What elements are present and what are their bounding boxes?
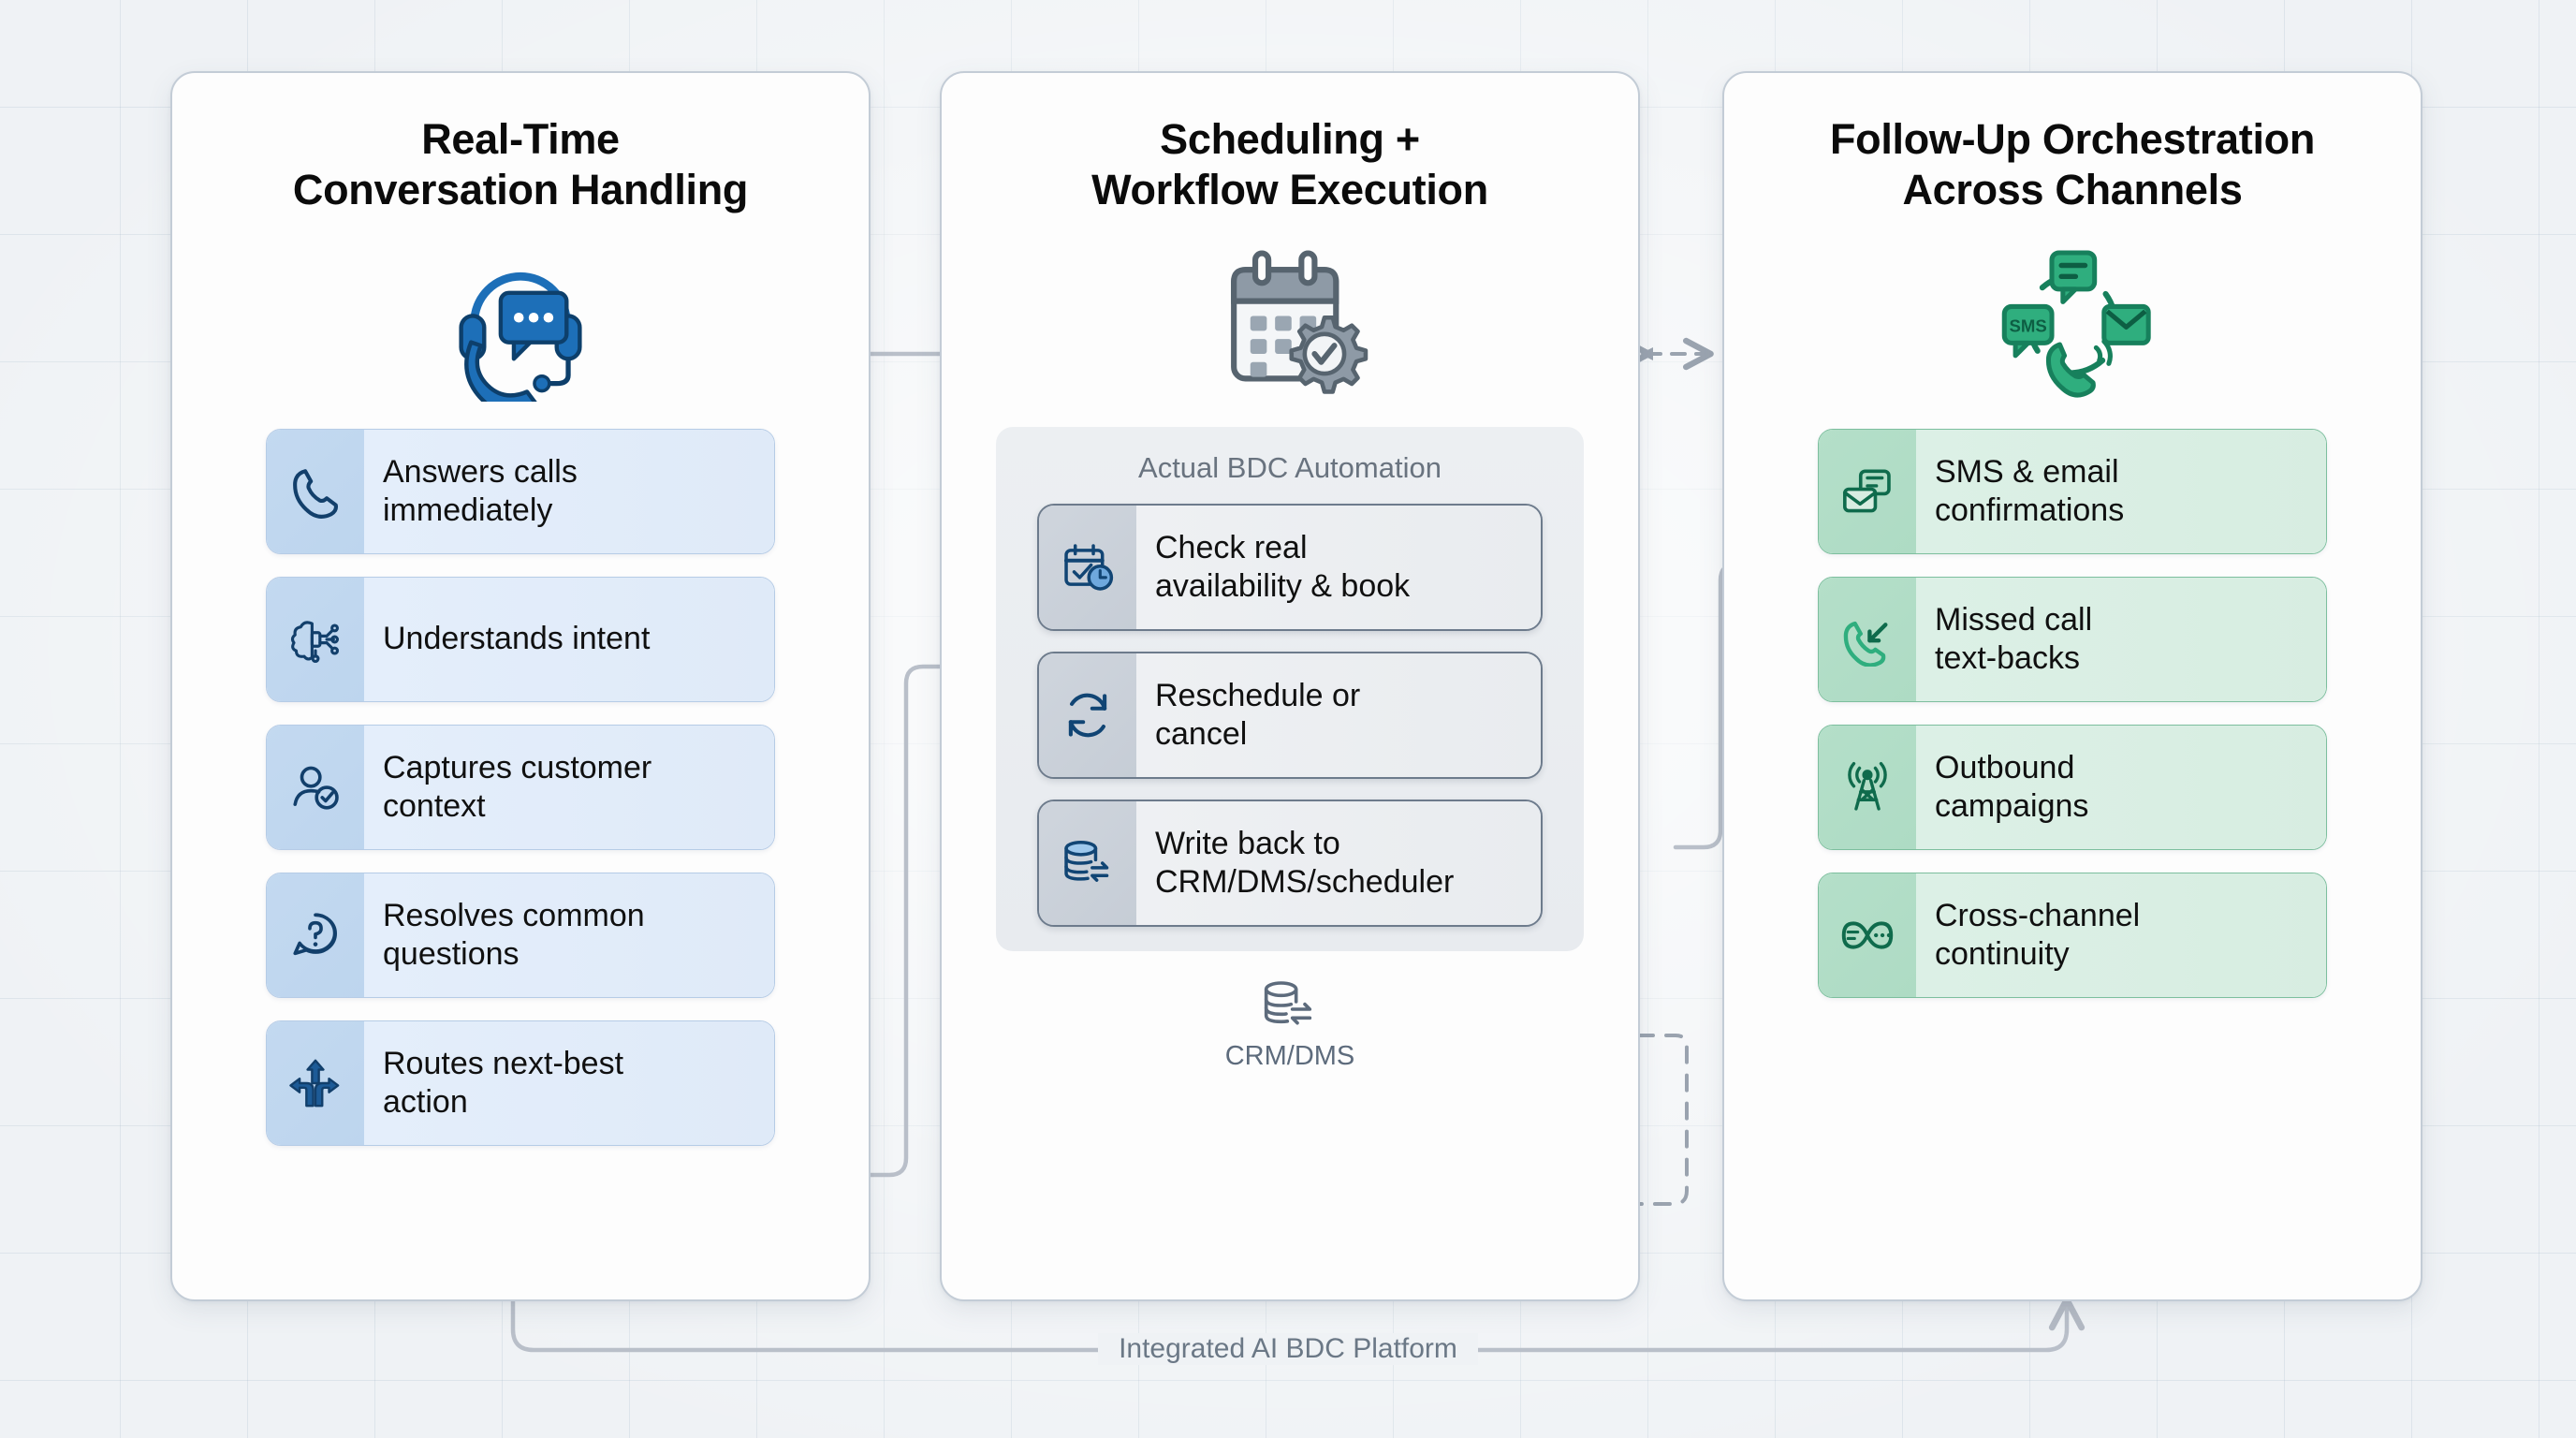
user-check-icon [267,726,364,849]
list-item[interactable]: Outbound campaigns [1818,725,2327,850]
calendar-gear-icon [942,230,1638,408]
panel-2-item-list: Check real availability & book Reschedul… [1037,504,1543,927]
list-item-label: Captures customer context [364,726,774,849]
panel-follow-up-orchestration: Follow-Up Orchestration Across Channels … [1722,71,2422,1301]
list-item-label: Answers calls immediately [364,430,774,553]
broadcast-tower-icon [1819,726,1916,849]
headset-chat-support-icon [172,230,869,408]
missed-call-icon [1819,578,1916,701]
list-item-label: Missed call text-backs [1916,578,2326,701]
panel-1-title: Real-Time Conversation Handling [292,115,749,213]
routing-arrows-icon [267,1021,364,1145]
list-item-label: Cross-channel continuity [1916,873,2326,997]
list-item[interactable]: Answers calls immediately [266,429,775,554]
question-chat-bubble-icon [267,873,364,997]
ai-brain-circuit-icon [267,578,364,701]
list-item-label: Reschedule or cancel [1136,653,1541,777]
multichannel-sms-email-chat-phone-icon: SMS [1724,230,2421,408]
list-item[interactable]: Reschedule or cancel [1037,652,1543,779]
panel-3-title: Follow-Up Orchestration Across Channels [1829,115,2316,213]
list-item[interactable]: Captures customer context [266,725,775,850]
actual-bdc-automation-box: Actual BDC Automation Check real availab… [996,427,1584,951]
list-item-label: Write back to CRM/DMS/scheduler [1136,801,1541,925]
integration-caption: Integrated AI BDC Platform [0,1333,2576,1365]
caption-text: Integrated AI BDC Platform [1098,1333,1478,1365]
calendar-check-clock-icon [1039,506,1136,629]
inner-box-label: Actual BDC Automation [1138,451,1442,484]
database-sync-icon [1039,801,1136,925]
panel-1-item-list: Answers calls immediately Understands in… [266,429,775,1146]
list-item[interactable]: Cross-channel continuity [1818,873,2327,998]
database-sync-icon [1264,981,1312,1025]
email-chat-icon [1819,430,1916,553]
infinity-continuity-icon [1819,873,1916,997]
list-item[interactable]: Check real availability & book [1037,504,1543,631]
refresh-cycle-icon [1039,653,1136,777]
list-item[interactable]: Write back to CRM/DMS/scheduler [1037,800,1543,927]
list-item[interactable]: Understands intent [266,577,775,702]
list-item[interactable]: Resolves common questions [266,873,775,998]
crm-dms-label: CRM/DMS [1224,1041,1355,1071]
list-item[interactable]: SMS & email confirmations [1818,429,2327,554]
list-item-label: Routes next-best action [364,1021,774,1145]
panel-real-time-conversation-handling: Real-Time Conversation Handling Answers … [170,71,871,1301]
panel-2-title: Scheduling + Workflow Execution [1091,115,1488,213]
crm-dms-node: CRM/DMS [942,976,1638,1072]
list-item[interactable]: Missed call text-backs [1818,577,2327,702]
svg-text:SMS: SMS [2010,316,2047,336]
list-item[interactable]: Routes next-best action [266,1020,775,1146]
wire-bottom-integration-loop [510,1295,2086,1353]
list-item-label: Outbound campaigns [1916,726,2326,849]
panel-3-item-list: SMS & email confirmations Missed call te… [1818,429,2327,998]
list-item-label: Understands intent [364,578,774,701]
list-item-label: Check real availability & book [1136,506,1541,629]
panel-scheduling-workflow-execution: Scheduling + Workflow Execution Actual B… [940,71,1640,1301]
phone-handset-icon [267,430,364,553]
list-item-label: Resolves common questions [364,873,774,997]
list-item-label: SMS & email confirmations [1916,430,2326,553]
